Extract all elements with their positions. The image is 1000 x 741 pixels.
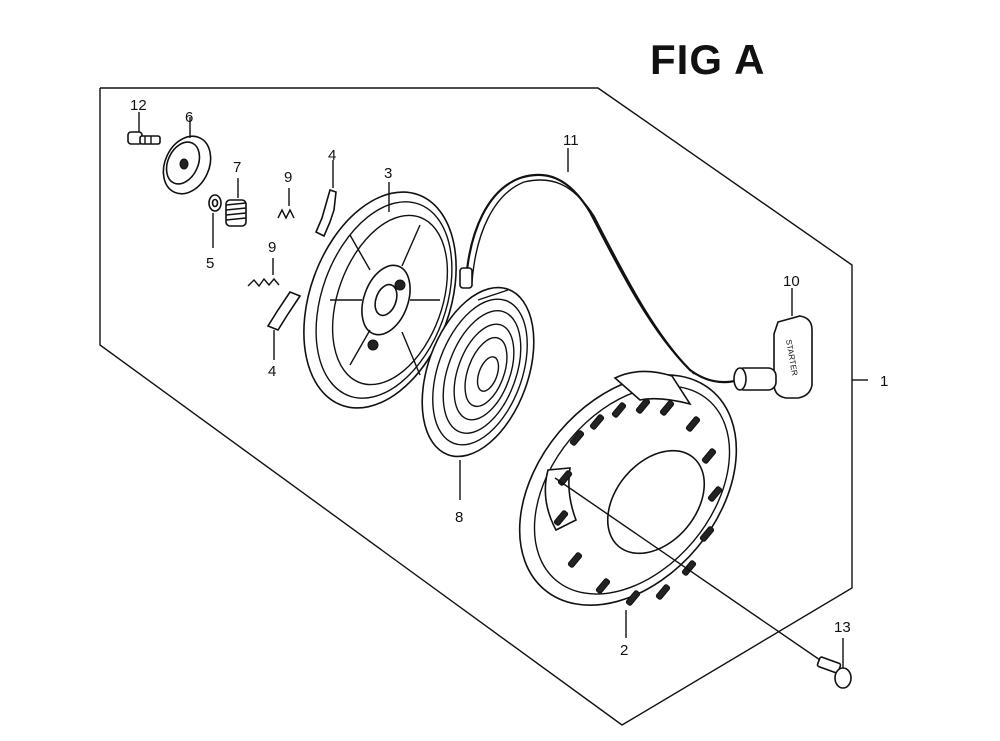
callout-13: 13 <box>834 619 851 636</box>
figure-title: FIG A <box>650 36 766 83</box>
callout-5: 5 <box>206 255 214 272</box>
part-13-bolt <box>554 477 852 689</box>
part-8-recoil-spring <box>421 286 535 500</box>
callout-9-upper: 9 <box>284 169 292 186</box>
case-vent-slots <box>553 398 723 606</box>
part-4-pawl-lower <box>266 291 302 360</box>
callout-4-lower: 4 <box>268 363 276 380</box>
callout-12: 12 <box>130 97 147 114</box>
part-9-spring-upper <box>277 188 295 220</box>
callout-2: 2 <box>620 642 628 659</box>
callout-11: 11 <box>563 132 579 149</box>
part-4-pawl-upper <box>314 160 337 238</box>
callout-1: 1 <box>880 373 888 390</box>
callout-10: 10 <box>783 273 800 290</box>
callout-8: 8 <box>455 509 463 526</box>
part-5-washer <box>208 194 222 248</box>
part-12-bolt <box>127 112 161 145</box>
callout-9-lower: 9 <box>268 239 276 256</box>
part-11-rope <box>459 148 745 384</box>
part-6-ratchet <box>162 117 212 195</box>
assembly-boundary <box>99 87 868 726</box>
part-3-reel <box>303 182 457 409</box>
part-9-spring-lower <box>247 258 280 288</box>
callout-4-upper: 4 <box>328 147 336 164</box>
part-7-spring <box>225 178 247 227</box>
callout-labels: 12 6 7 5 9 9 4 4 3 11 10 1 8 2 13 <box>130 97 888 659</box>
part-10-handle: STARTER <box>733 288 813 399</box>
callout-3: 3 <box>384 165 392 182</box>
callout-6: 6 <box>185 109 193 126</box>
part-2-starter-case <box>518 370 738 638</box>
callout-7: 7 <box>233 159 241 176</box>
